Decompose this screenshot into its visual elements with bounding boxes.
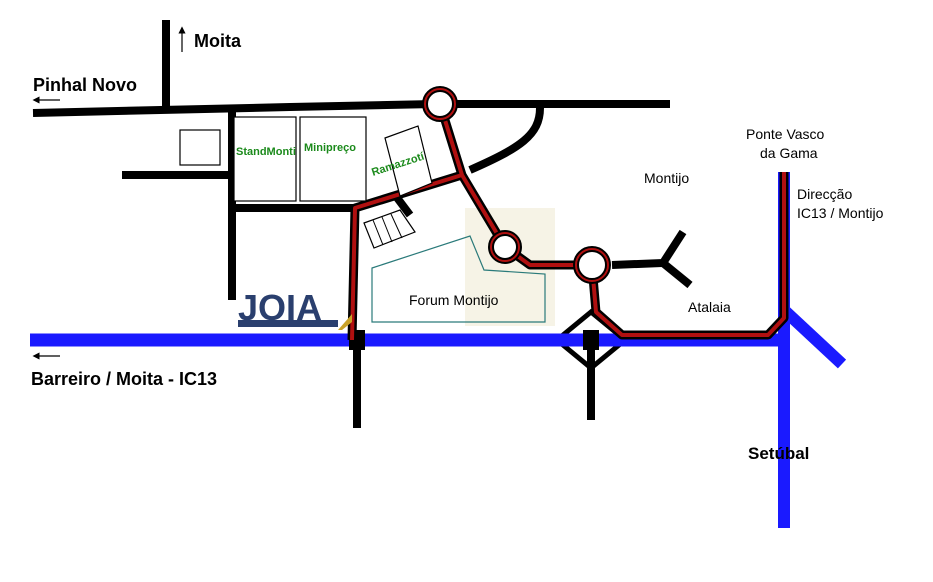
highway-setubal-diagonal (779, 305, 847, 369)
ponte-label-1: Ponte Vasco (746, 126, 825, 142)
atalaia-label: Atalaia (688, 299, 731, 315)
building-minipreco (299, 116, 367, 202)
building-small-west (179, 129, 221, 166)
parking-lines (372, 213, 403, 246)
road-montijo-branch (611, 229, 687, 269)
joia-logo: JOIA (238, 287, 352, 330)
logo-bar (238, 320, 338, 327)
ponte-label-2: da Gama (760, 145, 818, 161)
barreiro-label: Barreiro / Moita - IC13 (31, 369, 217, 389)
road-main-east-west (32, 100, 670, 117)
buildings (179, 116, 433, 249)
moita-label: Moita (194, 31, 242, 51)
roundabouts (422, 86, 611, 284)
direccao-label-2: IC13 / Montijo (797, 205, 884, 221)
building-ramazzoti (384, 125, 433, 197)
pinhal-novo-label: Pinhal Novo (33, 75, 137, 95)
parking-lot (363, 209, 416, 249)
road-atalaia-branch (660, 259, 693, 289)
roundabout-north-inner (424, 88, 456, 120)
building-standmonti (233, 116, 297, 202)
forum-montijo-outline (371, 235, 546, 323)
forum-montijo-label: Forum Montijo (409, 292, 499, 308)
montijo-label: Montijo (644, 170, 689, 186)
setubal-label: Setúbal (748, 444, 809, 463)
direccao-label-1: Direcção (797, 186, 852, 202)
highways (30, 172, 847, 528)
logo-stripe (338, 314, 352, 330)
roundabout-forum-inner (490, 232, 520, 262)
standmonti-label: StandMonti (236, 146, 296, 158)
bridge-east (583, 330, 599, 350)
roundabout-east-inner (575, 248, 609, 282)
minipreco-label: Minipreço (304, 142, 356, 154)
local-roads (32, 20, 693, 428)
road-north-curve (468, 107, 544, 174)
